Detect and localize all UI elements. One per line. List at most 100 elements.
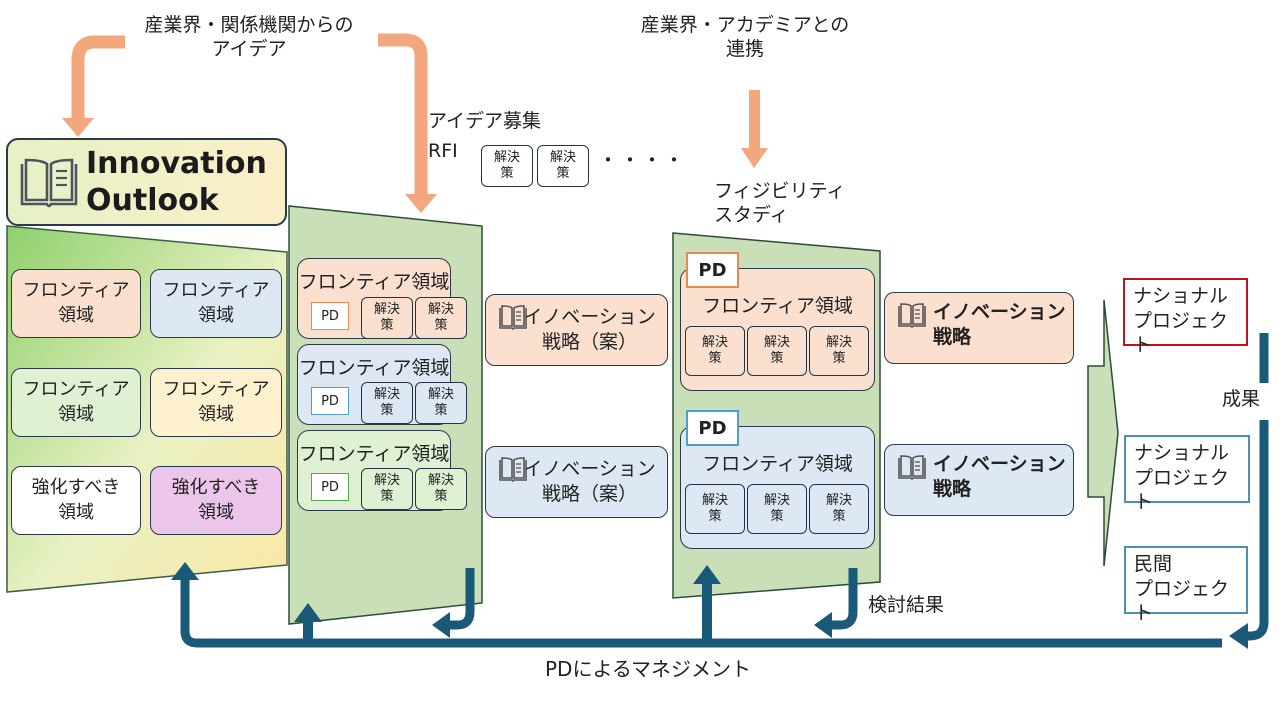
solution-line1: 解決 <box>701 493 728 509</box>
fs-group-1: フロンティア領域 解決策 解決策 解決策 <box>680 268 875 391</box>
fs-group-title: フロンティア領域 <box>702 295 853 317</box>
academia-arrow <box>749 90 760 150</box>
rfi-group-solution: 解決策 <box>415 382 467 424</box>
solution-line2: 策 <box>380 318 394 333</box>
result-label: 成果 <box>1222 388 1261 410</box>
outlook-domain-1: フロンティア領域 <box>11 269 141 338</box>
outlook-title-line2: Outlook <box>86 182 219 218</box>
feedback-up-arrow-rfi <box>294 603 322 622</box>
rfi-group-title: フロンティア領域 <box>298 357 450 379</box>
solution-line2: 策 <box>380 403 394 418</box>
strategy-line2: 戦略 <box>933 477 972 500</box>
solution-line2: 策 <box>708 351 722 366</box>
solution-line2: 策 <box>708 509 722 524</box>
solution-line1: 解決 <box>763 493 790 509</box>
rfi-group-solution: 解決策 <box>415 468 467 510</box>
pd-badge: PD <box>311 473 349 501</box>
feedback-up-rfi <box>303 620 313 642</box>
solution-line2: 策 <box>434 403 448 418</box>
industry-ideas-label: 産業界・関係機関からの アイデア <box>124 14 374 62</box>
fs-review-hook <box>830 568 858 630</box>
fs-group-solution: 解決策 <box>809 326 869 376</box>
project-line1: ナショナル <box>1133 285 1229 307</box>
rfi-group-3: フロンティア領域 PD 解決策 解決策 <box>297 430 467 511</box>
domain-line1: 強化すべき <box>31 477 121 499</box>
fs-group-solution: 解決策 <box>747 484 807 534</box>
rfi-review-hook <box>448 568 475 630</box>
project-line2: プロジェクト <box>1134 577 1230 625</box>
book-icon <box>499 457 527 482</box>
strategy-line1: イノベーション <box>523 306 656 329</box>
feasibility-label: フィジビリティ スタディ <box>714 180 845 228</box>
book-icon <box>20 158 78 208</box>
ideas-arrow-left-head <box>62 118 94 137</box>
solution-line1: 解決 <box>373 473 400 489</box>
solution-line2: 策 <box>380 489 394 504</box>
book-icon <box>898 303 926 328</box>
outlook-domain-6: 強化すべき領域 <box>150 466 282 535</box>
domain-line2: 領域 <box>58 501 94 523</box>
solution-line1: 解決 <box>427 387 454 403</box>
draft-strategy-1: イノベーション戦略（案） <box>485 294 668 366</box>
rfi-group-1: フロンティア領域 PD 解決策 解決策 <box>297 258 467 339</box>
solution-line1: 解決 <box>549 150 576 166</box>
rfi-review-hook-head <box>432 612 450 638</box>
ideas-arrow-left <box>71 35 125 120</box>
solution-line1: 解決 <box>825 335 852 351</box>
strategy-line2: 戦略（案） <box>541 331 637 353</box>
rfi-solution-2: 解決策 <box>537 145 589 187</box>
feasibility-line1: フィジビリティ <box>714 180 846 202</box>
ellipsis: ・・・・ <box>598 148 686 172</box>
national-project-1: ナショナルプロジェクト <box>1123 278 1248 356</box>
industry-ideas-line2: アイデア <box>211 37 287 60</box>
fs-group-solution: 解決策 <box>685 326 745 376</box>
rfi-group-solution: 解決策 <box>361 297 413 339</box>
solution-line2: 策 <box>500 166 514 181</box>
academia-line2: 連携 <box>725 37 764 60</box>
solution-line2: 策 <box>770 351 784 366</box>
strategy-line1: イノベーション <box>933 453 1066 475</box>
outlook-domain-2: フロンティア領域 <box>150 269 282 338</box>
pd-badge: PD <box>311 387 349 415</box>
rfi-group-title: フロンティア領域 <box>298 443 450 465</box>
fs-pd-badge-1: PD <box>686 252 739 288</box>
rfi-label: RFI <box>428 140 458 162</box>
rfi-group-title: フロンティア領域 <box>298 271 450 293</box>
private-project: 民間プロジェクト <box>1124 546 1248 624</box>
fs-review-hook-head <box>814 612 832 638</box>
solution-line1: 解決 <box>701 335 728 351</box>
rfi-solution-1: 解決策 <box>481 145 533 187</box>
result-line-bottom <box>1246 420 1269 641</box>
book-icon <box>898 455 926 480</box>
domain-line2: 領域 <box>198 501 234 523</box>
strategy-1: イノベーション戦略 <box>884 292 1074 364</box>
domain-line1: 強化すべき <box>171 477 261 499</box>
academia-arrow-head <box>741 148 768 168</box>
solution-line1: 解決 <box>825 493 852 509</box>
feedback-loop <box>180 580 1222 648</box>
solution-line2: 策 <box>832 351 846 366</box>
strategy-line2: 戦略（案） <box>541 483 637 505</box>
domain-line2: 領域 <box>57 403 94 425</box>
ideas-arrow-right <box>378 33 428 196</box>
result-line-head <box>1229 623 1248 649</box>
rfi-group-solution: 解決策 <box>361 382 413 424</box>
solution-line2: 策 <box>434 318 448 333</box>
strategy-line2: 戦略 <box>933 325 972 348</box>
outlook-title: Innovation Outlook <box>86 146 267 219</box>
fs-group-2: フロンティア領域 解決策 解決策 解決策 <box>680 426 875 549</box>
solution-line2: 策 <box>434 489 448 504</box>
book-icon <box>499 305 527 330</box>
academia-label: 産業界・アカデミアとの 連携 <box>630 14 860 62</box>
fs-group-title: フロンティア領域 <box>702 453 853 475</box>
solution-line1: 解決 <box>427 302 454 318</box>
solution-line1: 解決 <box>493 150 520 166</box>
idea-call-label: アイデア募集 <box>428 110 542 132</box>
outlook-title-line1: Innovation <box>86 146 267 181</box>
project-line1: 民間 <box>1134 553 1173 575</box>
outlook-domain-3: フロンティア領域 <box>11 368 141 437</box>
solution-line1: 解決 <box>373 302 400 318</box>
projects-arrow <box>1087 299 1119 567</box>
solution-line1: 解決 <box>763 335 790 351</box>
